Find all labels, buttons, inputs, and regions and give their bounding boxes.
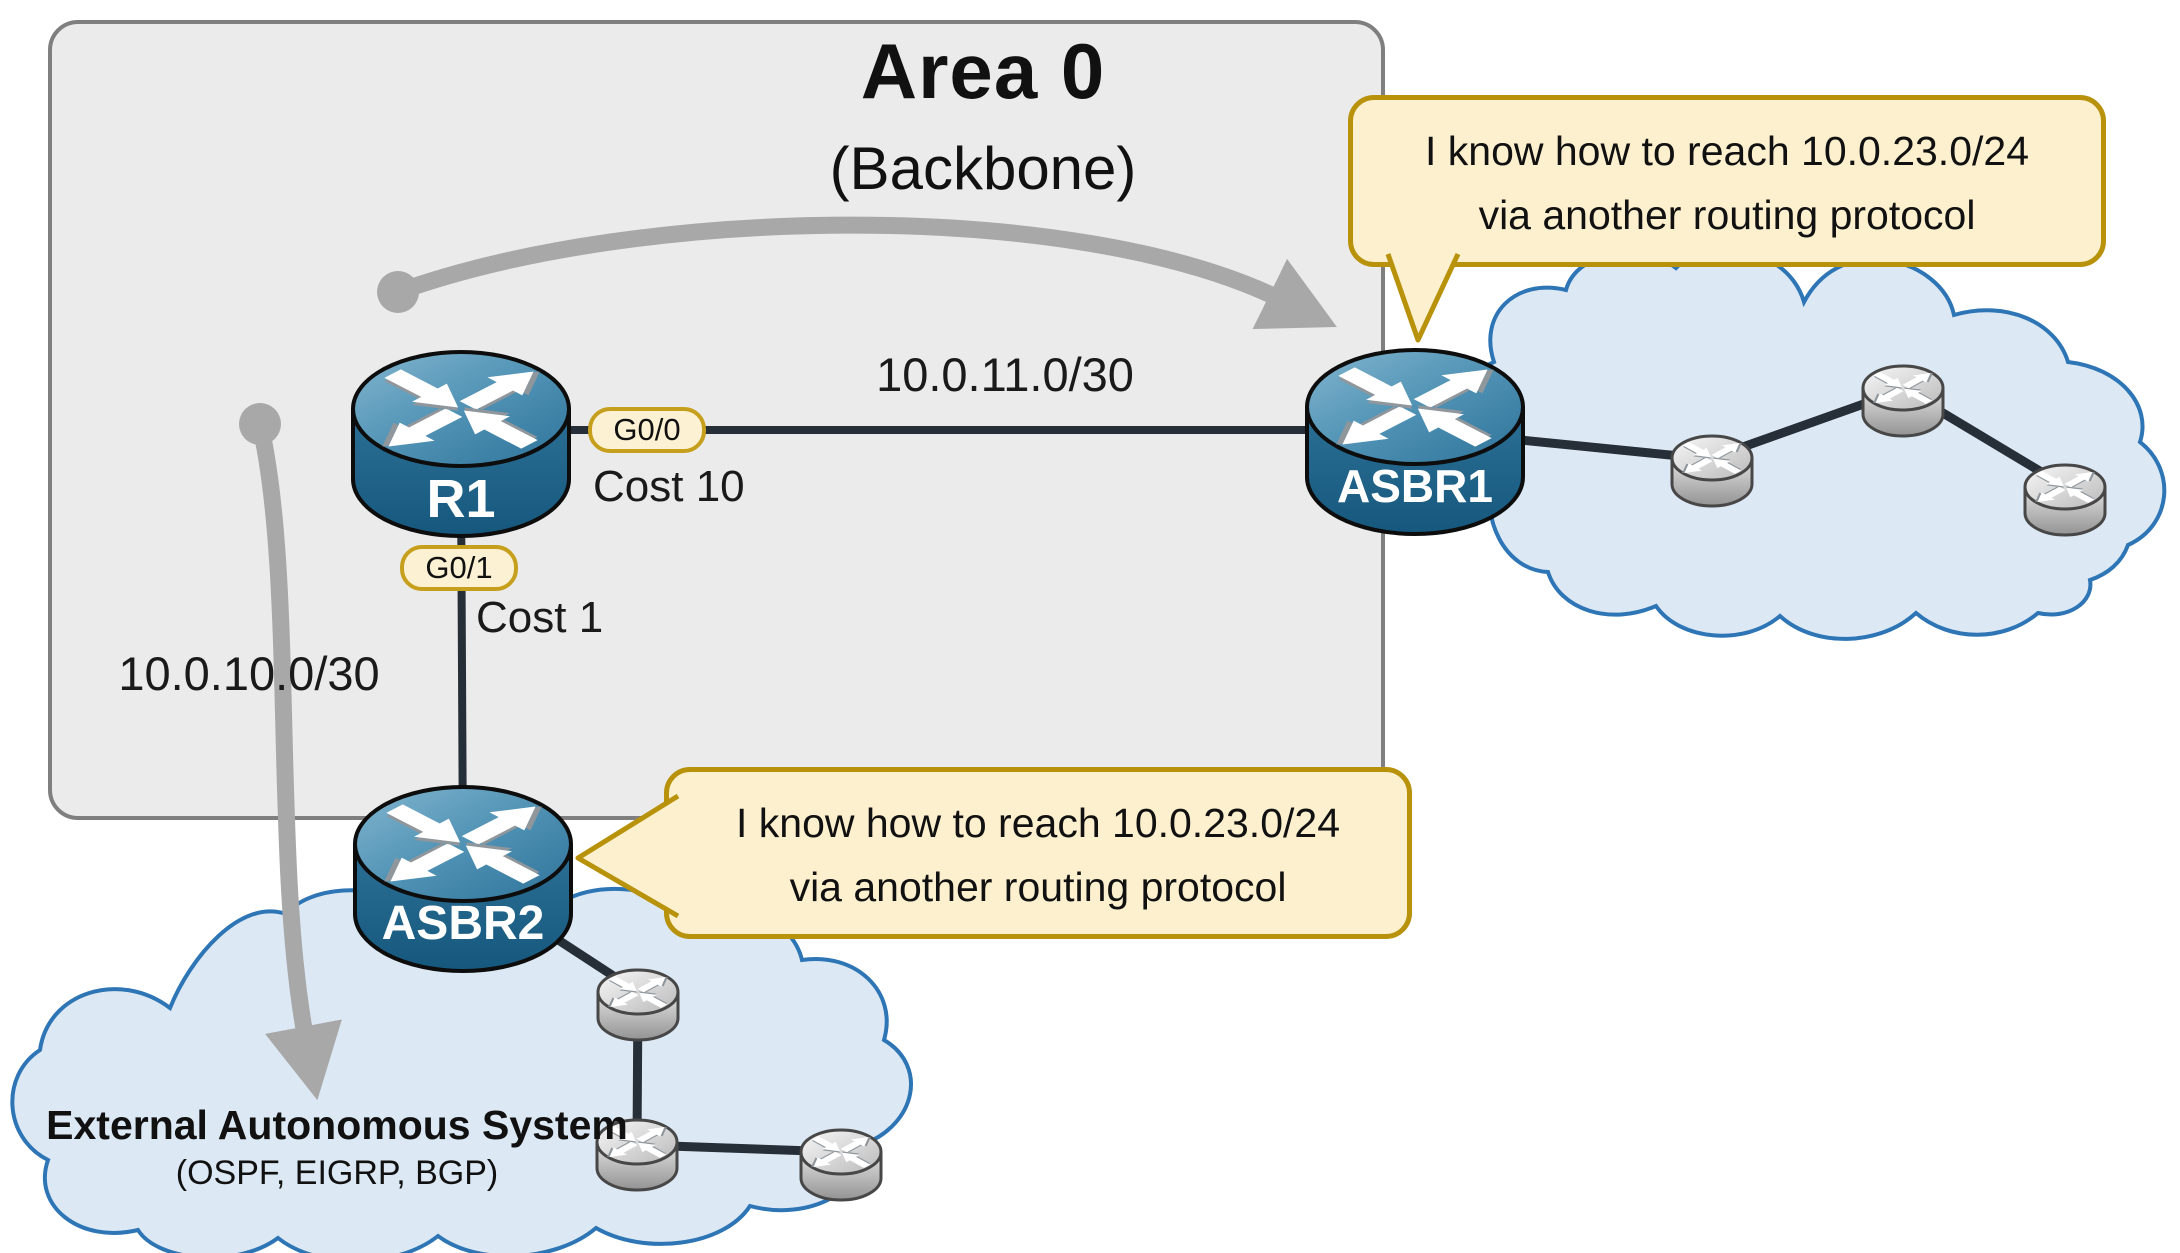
- interface-badge-g0-1: G0/1: [400, 545, 518, 591]
- network-label-10-0-11-0: 10.0.11.0/30: [876, 348, 1134, 401]
- callout-asbr2-line2: via another routing protocol: [789, 864, 1287, 910]
- router-label-r1: R1: [426, 469, 496, 529]
- redistribution-arrow-left: [239, 403, 342, 1101]
- area-subtitle: (Backbone): [829, 135, 1137, 202]
- callout-asbr1-line2: via another routing protocol: [1478, 192, 1976, 238]
- router-icon-ext-d: [598, 970, 678, 1040]
- external-as-title: External Autonomous System: [46, 1102, 628, 1148]
- area-title: Area 0: [860, 27, 1106, 115]
- cost-label-g0-1: Cost 1: [476, 593, 604, 642]
- callout-asbr1: I know how to reach 10.0.23.0/24 via ano…: [1348, 95, 2106, 267]
- interface-badge-g0-0: G0/0: [588, 407, 706, 453]
- router-icon-ext-a: [1672, 436, 1752, 506]
- redistribution-arrow-top: [377, 216, 1337, 330]
- router-label-asbr1: ASBR1: [1337, 460, 1493, 512]
- callout-asbr2: I know how to reach 10.0.23.0/24 via ano…: [664, 767, 1412, 939]
- callout-asbr1-line1: I know how to reach 10.0.23.0/24: [1424, 128, 2029, 174]
- router-label-asbr2: ASBR2: [381, 897, 545, 950]
- router-icon-ext-b: [1863, 366, 1943, 436]
- router-icon-ext-f: [801, 1130, 881, 1200]
- cost-label-g0-0: Cost 10: [593, 462, 745, 511]
- callout-asbr2-line1: I know how to reach 10.0.23.0/24: [735, 800, 1340, 846]
- router-icon-ext-c: [2025, 465, 2105, 535]
- link-asbr1-cloud: [1499, 433, 1701, 463]
- network-label-10-0-10-0: 10.0.10.0/30: [118, 647, 380, 700]
- external-as-subtitle: (OSPF, EIGRP, BGP): [175, 1154, 499, 1192]
